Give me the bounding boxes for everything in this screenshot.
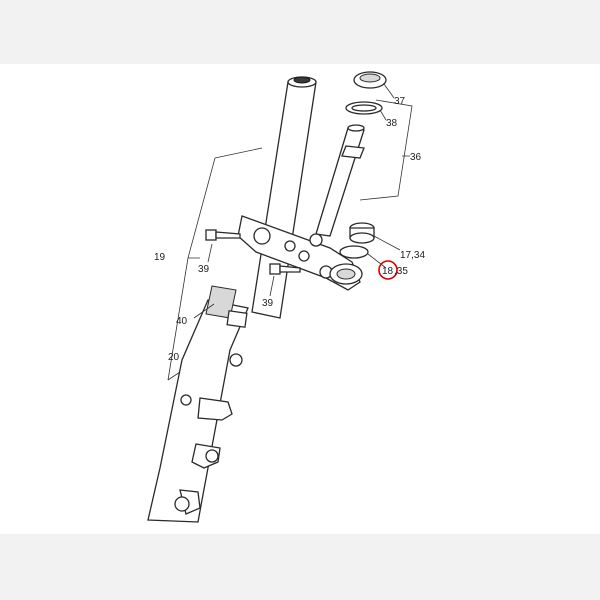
callout-18: 18 bbox=[382, 266, 394, 277]
front-fork-exploded-diagram: 37 38 36 19 39 39 17,34 18 ,35 40 20 bbox=[147, 71, 425, 523]
bolt-39-upper bbox=[205, 229, 241, 241]
fork-outer-tube bbox=[147, 285, 249, 523]
callout-35: ,35 bbox=[394, 266, 408, 277]
callout-19: 19 bbox=[154, 252, 166, 263]
bracket-20 bbox=[167, 371, 181, 381]
bearing-38 bbox=[345, 101, 383, 115]
fork-inner-tube bbox=[251, 76, 317, 319]
o-ring-18 bbox=[339, 245, 369, 259]
bracket-36 bbox=[359, 99, 413, 201]
steering-stem bbox=[315, 124, 365, 237]
bolt-39-lower bbox=[269, 263, 301, 275]
under-bracket bbox=[237, 215, 363, 291]
highlight-circle-18 bbox=[378, 260, 398, 280]
callout-39-upper: 39 bbox=[198, 264, 210, 275]
leader-17 bbox=[373, 235, 401, 251]
leader-38 bbox=[379, 109, 387, 121]
leader-37 bbox=[383, 83, 395, 99]
leader-40 bbox=[193, 303, 215, 319]
leader-39a bbox=[207, 243, 213, 263]
leader-18 bbox=[367, 253, 387, 269]
callout-39-lower: 39 bbox=[262, 298, 274, 309]
callout-20: 20 bbox=[168, 352, 180, 363]
bracket-19 bbox=[167, 147, 263, 381]
callout-36: 36 bbox=[410, 152, 422, 163]
callout-40: 40 bbox=[176, 316, 188, 327]
plug-bolt-17 bbox=[349, 222, 375, 244]
diagram-sheet: 37 38 36 19 39 39 17,34 18 ,35 40 20 bbox=[0, 64, 600, 534]
callout-38: 38 bbox=[386, 118, 398, 129]
callout-37: 37 bbox=[394, 96, 406, 107]
bearing-cover-37 bbox=[353, 71, 387, 89]
leader-39b bbox=[269, 275, 275, 297]
callout-17-34: 17,34 bbox=[400, 250, 425, 261]
